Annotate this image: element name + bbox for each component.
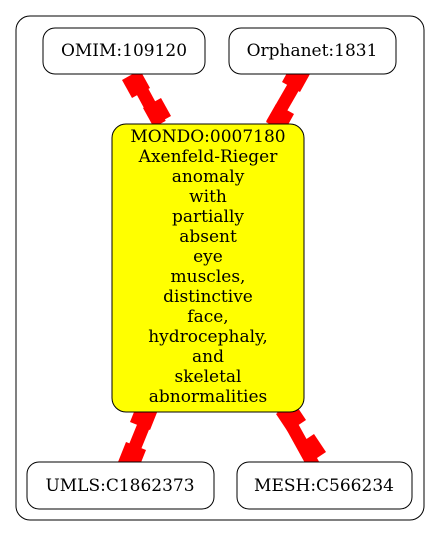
- xref-label-mesh: MESH:C566234: [254, 476, 394, 496]
- center-label-line: muscles,: [171, 267, 246, 287]
- xref-label-umls: UMLS:C1862373: [45, 476, 194, 496]
- center-label-line: skeletal: [175, 367, 242, 387]
- xref-node-orphanet[interactable]: Orphanet:1831: [228, 27, 397, 75]
- center-label-line: face,: [187, 307, 228, 327]
- center-label-line: abnormalities: [149, 387, 268, 407]
- xref-label-omim: OMIM:109120: [61, 41, 187, 61]
- center-label-line: eye: [193, 247, 223, 267]
- center-label-line: anomaly: [172, 167, 245, 187]
- center-label-line: MONDO:0007180: [130, 127, 285, 147]
- center-label-line: partially: [172, 207, 244, 227]
- xref-node-mesh[interactable]: MESH:C566234: [236, 461, 413, 510]
- edge-omim-center: [122, 70, 171, 128]
- center-label-line: distinctive: [163, 287, 253, 307]
- xref-node-umls[interactable]: UMLS:C1862373: [26, 461, 215, 510]
- center-label-line: absent: [179, 227, 237, 247]
- center-label-line: Axenfeld-Rieger: [138, 147, 279, 167]
- center-label-line: and: [192, 347, 224, 367]
- xref-label-orphanet: Orphanet:1831: [247, 41, 378, 61]
- xref-node-omim[interactable]: OMIM:109120: [42, 27, 206, 75]
- center-label-line: hydrocephaly,: [148, 327, 268, 347]
- center-label-line: with: [189, 187, 227, 207]
